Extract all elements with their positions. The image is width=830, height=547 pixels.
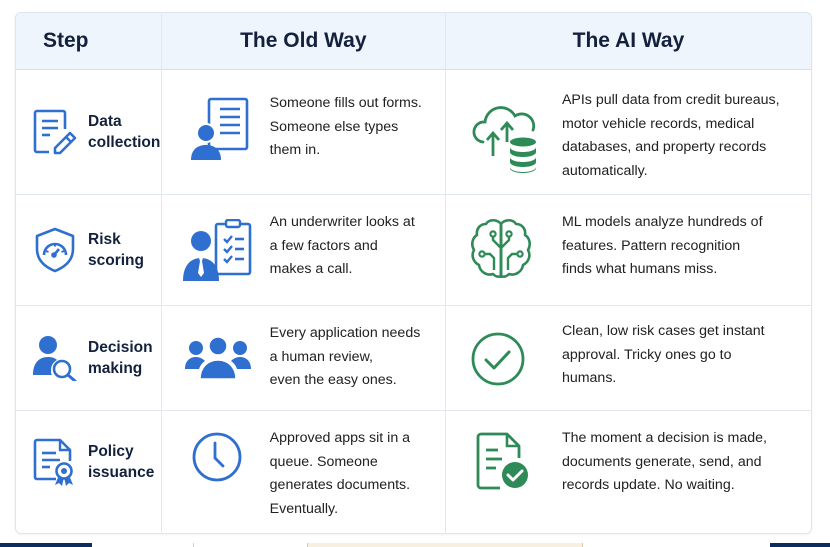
bottom-edge-divider xyxy=(193,543,194,547)
old-way-cell: Approved apps sit in a queue. Someone ge… xyxy=(162,411,446,533)
ai-way-cell: APIs pull data from credit bureaus, moto… xyxy=(446,70,811,194)
document-pencil-icon xyxy=(33,109,77,155)
table-row-risk-scoring: Risk scoring An underwriter looks at a xyxy=(16,195,811,306)
bottom-edge-panel xyxy=(307,543,583,547)
old-way-text: Approved apps sit in a queue. Someone ge… xyxy=(269,430,411,517)
old-way-text: Every application needs a human review, … xyxy=(269,325,421,388)
old-way-cell: Every application needs a human review, … xyxy=(162,306,446,410)
check-circle-icon xyxy=(471,332,525,386)
ai-way-cell: The moment a decision is made, documents… xyxy=(446,411,811,533)
comparison-table: Step The Old Way The AI Way Data collect… xyxy=(15,12,812,534)
old-way-text: An underwriter looks at a few factors an… xyxy=(269,214,415,277)
table-row-decision-making: Decision making Every application needs … xyxy=(16,306,811,411)
ai-way-text: ML models analyze hundreds of features. … xyxy=(561,214,763,277)
person-search-icon xyxy=(33,336,77,381)
old-way-cell: An underwriter looks at a few factors an… xyxy=(162,195,446,305)
header-old-way: The Old Way xyxy=(162,13,446,69)
old-way-text: Someone fills out forms. Someone else ty… xyxy=(269,95,422,158)
group-people-icon xyxy=(184,337,251,379)
underwriter-checklist-icon xyxy=(182,219,251,281)
step-label: Policy issuance xyxy=(88,443,155,481)
step-cell: Decision making xyxy=(16,306,162,410)
old-way-cell: Someone fills out forms. Someone else ty… xyxy=(162,70,446,194)
step-cell: Risk scoring xyxy=(16,195,162,305)
clock-icon xyxy=(192,432,242,482)
shield-gauge-icon xyxy=(35,227,75,273)
header-ai-way: The AI Way xyxy=(572,29,685,52)
table-row-policy-issuance: Policy issuance Approved apps sit in a q… xyxy=(16,411,811,533)
step-label: Risk scoring xyxy=(88,231,144,269)
ai-way-text: APIs pull data from credit bureaus, moto… xyxy=(561,92,780,179)
step-label: Decision making xyxy=(88,339,153,377)
ai-way-cell: Clean, low risk cases get instant approv… xyxy=(446,306,811,410)
step-cell: Policy issuance xyxy=(16,411,162,533)
certificate-ribbon-icon xyxy=(33,438,73,486)
ai-way-cell: ML models analyze hundreds of features. … xyxy=(446,195,811,305)
ai-way-text: The moment a decision is made, documents… xyxy=(561,430,767,493)
bottom-edge-bar-left xyxy=(0,543,92,547)
step-cell: Data collection xyxy=(16,70,162,194)
table-row-data-collection: Data collection Someone fills out forms.… xyxy=(16,70,811,195)
bottom-edge-bar-right xyxy=(770,543,830,547)
cloud-upload-database-icon xyxy=(472,106,536,173)
ai-way-text: Clean, low risk cases get instant approv… xyxy=(561,323,765,386)
step-label: Data collection xyxy=(88,113,161,151)
header-step: Step xyxy=(16,13,162,69)
document-check-icon xyxy=(476,432,528,490)
table-header: Step The Old Way The AI Way xyxy=(16,13,811,70)
brain-circuit-icon xyxy=(470,218,531,278)
person-form-icon xyxy=(190,97,248,160)
